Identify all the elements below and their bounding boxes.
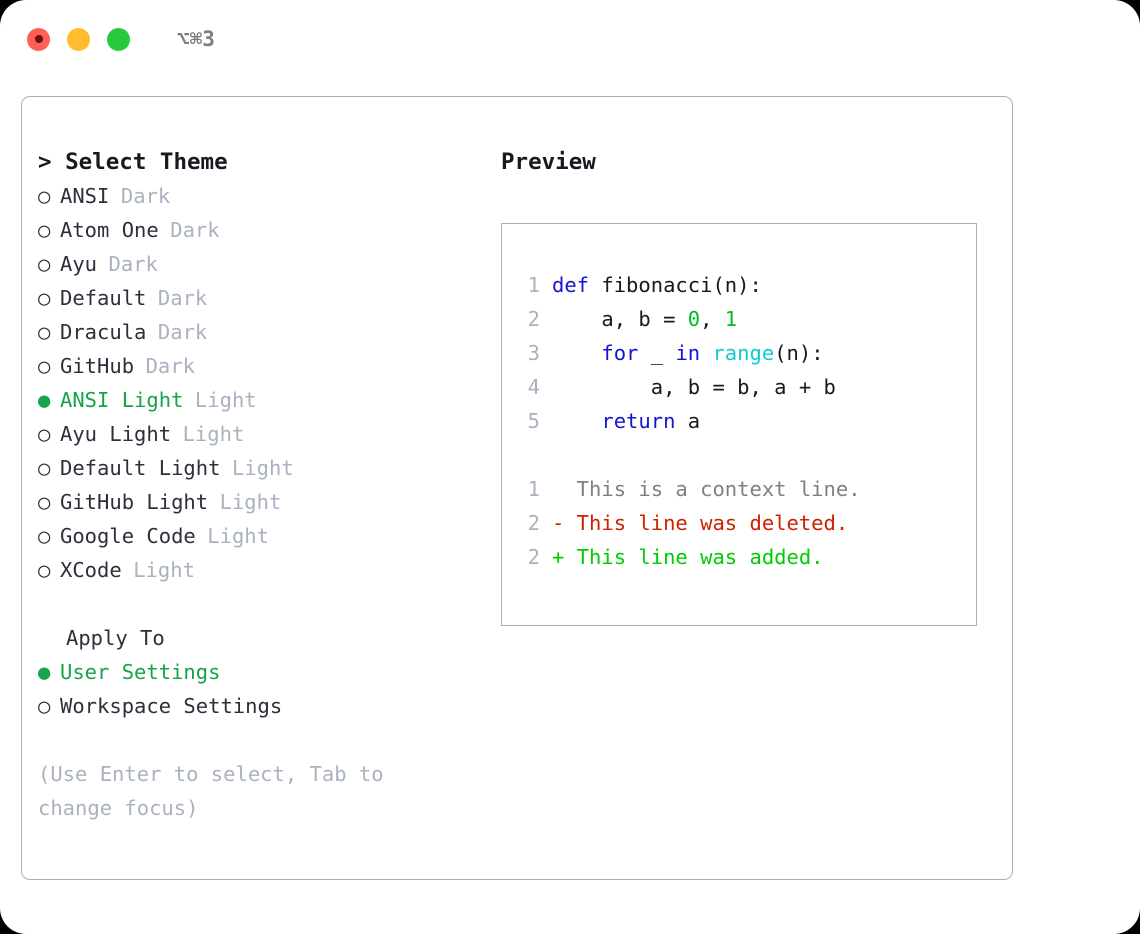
theme-variant-tag: Light [194, 388, 257, 412]
theme-variant-tag: Dark [157, 320, 208, 344]
diff-line: 2 + This line was added. [512, 540, 861, 574]
apply-to-title: Apply To [66, 626, 165, 650]
apply-to-options[interactable]: ● User Settings ○ Workspace Settings [38, 655, 488, 723]
theme-name: Default Light [60, 456, 221, 480]
radio-unselected-icon: ○ [38, 422, 51, 446]
radio-unselected-icon: ○ [38, 320, 51, 344]
radio-unselected-icon: ○ [38, 218, 51, 242]
code-line: 1 def fibonacci(n): [512, 268, 861, 302]
theme-variant-tag: Light [133, 558, 195, 582]
apply-to-label: Workspace Settings [60, 694, 283, 718]
radio-selected-icon: ● [38, 660, 51, 684]
theme-option-github-light[interactable]: ○ GitHub Light Light [38, 485, 488, 519]
theme-name: Dracula [60, 320, 147, 344]
code-text: for _ in range(n): [601, 341, 824, 365]
code-spacer [512, 438, 861, 472]
line-number: 4 [527, 375, 540, 399]
theme-variant-tag: Dark [145, 354, 195, 378]
apply-to-option-workspace-settings[interactable]: ○ Workspace Settings [38, 689, 488, 723]
title-bar: ⌥⌘3 [0, 0, 1140, 78]
minimize-button[interactable] [67, 27, 90, 51]
apply-to-label: User Settings [60, 660, 221, 684]
radio-unselected-icon: ○ [38, 694, 51, 718]
code-line: 2 a, b = 0, 1 [512, 302, 861, 336]
theme-name: Ayu Light [60, 422, 172, 446]
apply-to-section: Apply To ● User Settings ○ Workspace Settin… [38, 621, 488, 723]
theme-option-ayu-light[interactable]: ○ Ayu Light Light [38, 417, 488, 451]
theme-option-ayu[interactable]: ○ Ayu Dark [38, 247, 488, 281]
code-text: a, b = b, a + b [552, 375, 836, 399]
theme-name: Google Code [60, 524, 196, 548]
radio-unselected-icon: ○ [38, 252, 51, 276]
theme-variant-tag: Light [182, 422, 245, 446]
maximize-button[interactable] [107, 27, 130, 51]
line-number: 1 [527, 273, 540, 297]
line-number: 2 [527, 545, 540, 569]
code-text: return a [601, 409, 701, 433]
traffic-lights [27, 27, 130, 51]
diff-line: 2 - This line was deleted. [512, 506, 861, 540]
radio-unselected-icon: ○ [38, 558, 51, 582]
keyboard-shortcut-label: ⌥⌘3 [177, 26, 215, 51]
preview-title: Preview [501, 149, 596, 175]
theme-name: XCode [60, 558, 122, 582]
theme-option-dracula[interactable]: ○ Dracula Dark [38, 315, 488, 349]
theme-option-ansi[interactable]: ○ ANSI Dark [38, 179, 488, 213]
theme-option-github[interactable]: ○ GitHub Dark [38, 349, 488, 383]
theme-name: GitHub Light [60, 490, 209, 514]
radio-selected-icon: ● [38, 388, 51, 412]
line-number: 5 [527, 409, 540, 433]
theme-option-atom-one[interactable]: ○ Atom One Dark [38, 213, 488, 247]
radio-unselected-icon: ○ [38, 456, 51, 480]
code-text: This is a context line. [552, 477, 861, 501]
code-line: 4 a, b = b, a + b [512, 370, 861, 404]
theme-variant-tag: Light [231, 456, 294, 480]
code-line: 3 for _ in range(n): [512, 336, 861, 370]
theme-name: Atom One [60, 218, 159, 242]
theme-option-xcode[interactable]: ○ XCode Light [38, 553, 488, 587]
theme-variant-tag: Dark [108, 252, 158, 276]
line-number: 2 [527, 511, 540, 535]
radio-unselected-icon: ○ [38, 490, 51, 514]
line-number: 1 [527, 477, 540, 501]
apply-to-option-user-settings[interactable]: ● User Settings [38, 655, 488, 689]
theme-name: GitHub [60, 354, 135, 378]
theme-variant-tag: Dark [157, 286, 208, 310]
line-number: 2 [527, 307, 540, 331]
line-number: 3 [527, 341, 540, 365]
diff-line: 1 This is a context line. [512, 472, 861, 506]
close-button[interactable] [27, 27, 50, 51]
radio-unselected-icon: ○ [38, 286, 51, 310]
theme-name: ANSI [60, 184, 110, 208]
code-line: 5 return a [512, 404, 861, 438]
theme-variant-tag: Dark [170, 218, 220, 242]
theme-name: ANSI Light [60, 388, 184, 412]
code-text: - This line was deleted. [552, 511, 849, 535]
radio-unselected-icon: ○ [38, 184, 51, 208]
theme-option-default[interactable]: ○ Default Dark [38, 281, 488, 315]
select-theme-title: > Select Theme [38, 149, 228, 175]
theme-option-google-code[interactable]: ○ Google Code Light [38, 519, 488, 553]
theme-variant-tag: Light [207, 524, 269, 548]
radio-unselected-icon: ○ [38, 354, 51, 378]
radio-unselected-icon: ○ [38, 524, 51, 548]
code-text: a, b = 0, 1 [552, 307, 738, 331]
keyboard-hint: (Use Enter to select, Tab to change focu… [38, 762, 384, 820]
theme-variant-tag: Light [219, 490, 282, 514]
code-text: + This line was added. [552, 545, 824, 569]
code-text: def fibonacci(n): [552, 273, 762, 297]
theme-name: Default [60, 286, 147, 310]
theme-option-ansi-light[interactable]: ● ANSI Light Light [38, 383, 488, 417]
theme-name: Ayu [60, 252, 98, 276]
theme-option-default-light[interactable]: ○ Default Light Light [38, 451, 488, 485]
theme-variant-tag: Dark [120, 184, 171, 208]
